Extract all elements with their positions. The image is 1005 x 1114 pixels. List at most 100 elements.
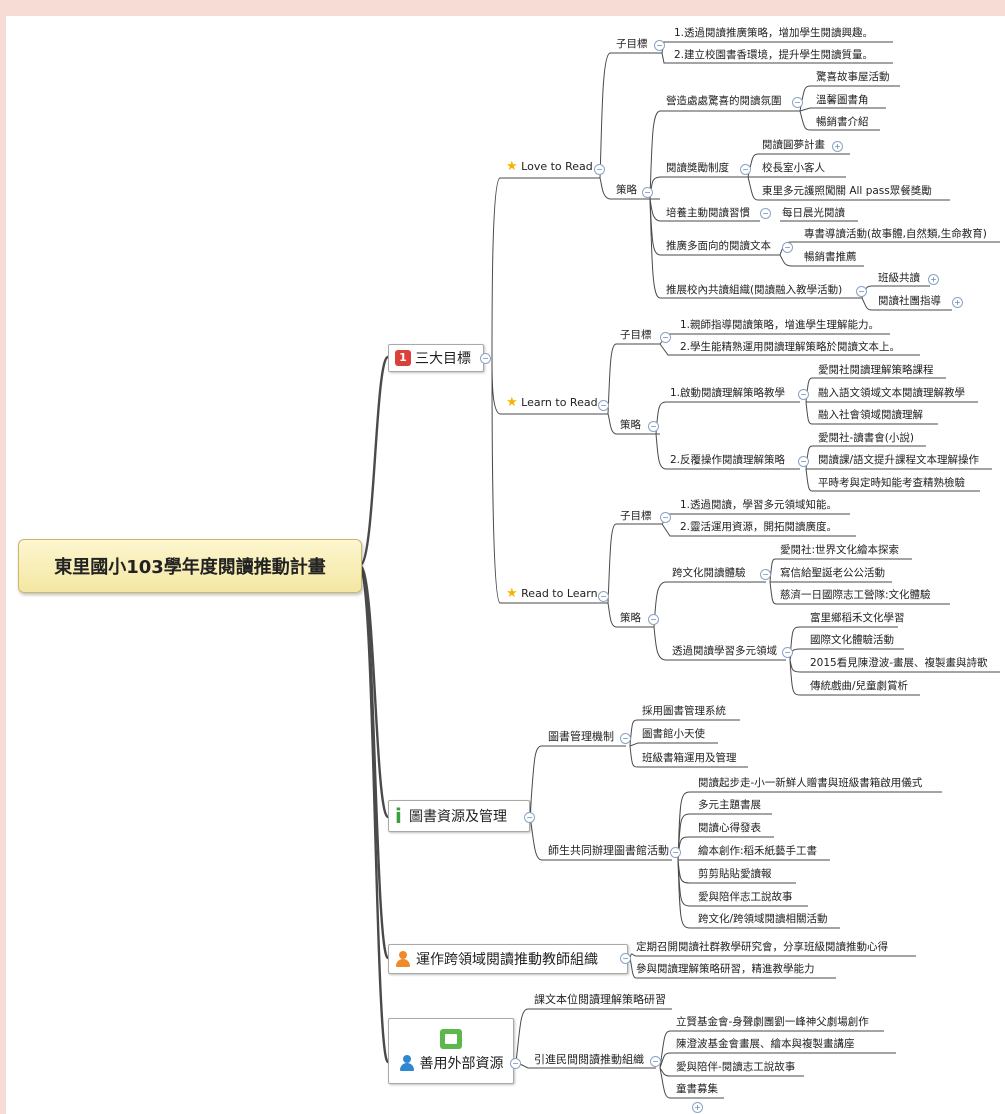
ext-e2b[interactable]: 陳澄波基金會畫展、繪本與複製畫講座	[676, 1038, 855, 1050]
lib-act3[interactable]: 閱讀心得發表	[698, 822, 761, 834]
learn-s1a[interactable]: 愛閱社閱讀理解策略課程	[818, 364, 934, 376]
read-cross1[interactable]: 愛閱社:世界文化繪本探索	[780, 544, 900, 556]
root-topic[interactable]: 東里國小103學年度閱讀推動計畫	[18, 539, 362, 593]
branch-teachers[interactable]: 運作跨領域閱讀推動教師組織	[388, 944, 628, 974]
minus-circle-icon[interactable]: −	[648, 614, 659, 625]
learn-goal1[interactable]: 1.親師指導閱讀策略，增進學生理解能力。	[680, 319, 880, 331]
plus-circle-icon[interactable]: +	[928, 274, 939, 285]
minus-circle-icon[interactable]: −	[510, 1058, 521, 1069]
minus-circle-icon[interactable]: −	[792, 97, 803, 108]
love-subgoal[interactable]: 子目標	[616, 38, 648, 50]
read-goal1[interactable]: 1.透過閱讀，學習多元領域知能。	[680, 499, 838, 511]
minus-circle-icon[interactable]: −	[670, 847, 681, 858]
love-atmos[interactable]: 營造處處驚喜的閱讀氛圍	[666, 95, 782, 107]
love-multi1[interactable]: 專書導讀活動(故事體,自然類,生命教育)	[804, 228, 987, 240]
read-fields3[interactable]: 2015看見陳澄波-畫展、複製畫與詩歌	[810, 657, 988, 669]
love-habit1[interactable]: 每日晨光閱讀	[782, 207, 845, 219]
love-goal2[interactable]: 2.建立校園書香環境，提升學生閱讀質量。	[674, 49, 874, 61]
learn-goal2[interactable]: 2.學生能精熟運用閱讀理解策略於閱讀文本上。	[680, 341, 901, 353]
learn-subgoal[interactable]: 子目標	[620, 329, 652, 341]
minus-circle-icon[interactable]: −	[598, 591, 609, 602]
minus-circle-icon[interactable]: −	[620, 733, 631, 744]
minus-circle-icon[interactable]: −	[594, 164, 605, 175]
love-multi[interactable]: 推廣多面向的閱讀文本	[666, 240, 771, 252]
minus-circle-icon[interactable]: −	[760, 569, 771, 580]
lib-act5[interactable]: 剪剪貼貼愛讀報	[698, 868, 772, 880]
minus-circle-icon[interactable]: −	[524, 812, 535, 823]
lib-mgmt1[interactable]: 採用圖書管理系統	[642, 705, 726, 717]
branch-library[interactable]: i 圖書資源及管理	[388, 800, 530, 832]
love-habit[interactable]: 培養主動閱讀習慣	[666, 207, 750, 219]
love-multi2[interactable]: 暢銷書推薦	[804, 251, 857, 263]
love-atmos1[interactable]: 驚喜故事屋活動	[816, 71, 890, 83]
minus-circle-icon[interactable]: −	[648, 421, 659, 432]
topic-love-to-read[interactable]: ★ Love to Read	[506, 159, 593, 174]
minus-circle-icon[interactable]: −	[598, 400, 609, 411]
lib-act1[interactable]: 閱讀起步走-小一新鮮人贈書與班級書箱啟用儀式	[698, 777, 923, 789]
love-shared[interactable]: 推展校內共讀組織(閱讀融入教學活動)	[666, 284, 843, 296]
learn-s2a[interactable]: 愛閱社-讀書會(小說)	[818, 432, 914, 444]
love-reward2[interactable]: 校長室小客人	[762, 162, 825, 174]
learn-s2[interactable]: 2.反覆操作閱讀理解策略	[670, 454, 786, 466]
lib-act[interactable]: 師生共同辦理圖書館活動	[548, 844, 669, 857]
branch-goals[interactable]: 1 三大目標	[388, 344, 484, 372]
lib-mgmt2[interactable]: 圖書館小天使	[642, 728, 705, 740]
minus-circle-icon[interactable]: −	[782, 242, 793, 253]
minus-circle-icon[interactable]: −	[660, 512, 671, 523]
minus-circle-icon[interactable]: −	[856, 286, 867, 297]
love-atmos3[interactable]: 暢銷書介紹	[816, 116, 869, 128]
lib-act6[interactable]: 愛與陪伴志工說故事	[698, 891, 793, 903]
lib-act7[interactable]: 跨文化/跨領域閱讀相關活動	[698, 913, 828, 925]
love-shared1[interactable]: 班級共讀	[878, 272, 920, 284]
lib-act2[interactable]: 多元主題書展	[698, 799, 761, 811]
minus-circle-icon[interactable]: −	[798, 389, 809, 400]
minus-circle-icon[interactable]: −	[650, 1056, 661, 1067]
learn-s2c[interactable]: 平時考與定時知能考查精熟檢驗	[818, 477, 965, 489]
love-reward1[interactable]: 閱讀圓夢計畫	[762, 139, 825, 151]
minus-circle-icon[interactable]: −	[740, 164, 751, 175]
topic-learn-to-read[interactable]: ★ Learn to Read	[506, 395, 598, 410]
read-subgoal[interactable]: 子目標	[620, 510, 652, 522]
lib-mgmt3[interactable]: 班級書箱運用及管理	[642, 752, 737, 764]
love-goal1[interactable]: 1.透過閱讀推廣策略，增加學生閱讀興趣。	[674, 27, 874, 39]
learn-s1b[interactable]: 融入語文領域文本閱讀理解教學	[818, 387, 965, 399]
read-fields[interactable]: 透過閱讀學習多元領域	[672, 645, 777, 657]
read-cross3[interactable]: 慈濟一日國際志工營隊:文化體驗	[780, 589, 931, 601]
teach-t2[interactable]: 參與閱讀理解策略研習，精進教學能力	[636, 963, 815, 975]
ext-e2d[interactable]: 童書募集	[676, 1083, 718, 1095]
love-reward[interactable]: 閱讀獎勵制度	[666, 162, 729, 174]
minus-circle-icon[interactable]: −	[798, 456, 809, 467]
plus-circle-icon[interactable]: +	[952, 297, 963, 308]
ext-e2[interactable]: 引進民間閱讀推動組織	[534, 1053, 644, 1066]
love-reward3[interactable]: 東里多元護照闖關 All pass眾餐獎勵	[762, 185, 932, 197]
love-shared2[interactable]: 閱讀社團指導	[878, 295, 941, 307]
plus-circle-icon[interactable]: +	[832, 141, 843, 152]
minus-circle-icon[interactable]: −	[480, 353, 491, 364]
branch-external[interactable]: 善用外部資源	[388, 1018, 514, 1084]
read-cross[interactable]: 跨文化閱讀體驗	[672, 567, 746, 579]
minus-circle-icon[interactable]: −	[642, 187, 653, 198]
minus-circle-icon[interactable]: −	[760, 208, 771, 219]
lib-act4[interactable]: 繪本創作:稻禾紙藝手工書	[698, 845, 818, 857]
plus-circle-icon[interactable]: +	[692, 1102, 703, 1113]
minus-circle-icon[interactable]: −	[654, 40, 665, 51]
learn-s1c[interactable]: 融入社會領域閱讀理解	[818, 409, 923, 421]
love-atmos2[interactable]: 溫馨圖書角	[816, 94, 869, 106]
read-fields2[interactable]: 國際文化體驗活動	[810, 634, 894, 646]
teach-t1[interactable]: 定期召開閱讀社群教學研究會，分享班級閱讀推動心得	[636, 941, 888, 953]
learn-s2b[interactable]: 閱讀課/語文提升課程文本理解操作	[818, 454, 980, 466]
read-fields4[interactable]: 傳統戲曲/兒童劇賞析	[810, 680, 909, 692]
learn-s1[interactable]: 1.啟動閱讀理解策略教學	[670, 387, 786, 399]
ext-e1[interactable]: 課文本位閱讀理解策略研習	[534, 993, 666, 1006]
read-cross2[interactable]: 寫信給聖誕老公公活動	[780, 567, 885, 579]
minus-circle-icon[interactable]: −	[782, 647, 793, 658]
minus-circle-icon[interactable]: −	[620, 953, 631, 964]
read-fields1[interactable]: 富里鄉稻禾文化學習	[810, 612, 905, 624]
ext-e2c[interactable]: 愛與陪伴-閱讀志工說故事	[676, 1061, 796, 1073]
ext-e2a[interactable]: 立賢基金會-身聲劇團劉一峰神父劇場創作	[676, 1016, 869, 1028]
learn-strategy[interactable]: 策略	[620, 419, 641, 431]
read-goal2[interactable]: 2.靈活運用資源，開拓閱讀廣度。	[680, 521, 838, 533]
read-strategy[interactable]: 策略	[620, 612, 641, 624]
minus-circle-icon[interactable]: −	[660, 332, 671, 343]
topic-read-to-learn[interactable]: ★ Read to Learn	[506, 586, 598, 601]
